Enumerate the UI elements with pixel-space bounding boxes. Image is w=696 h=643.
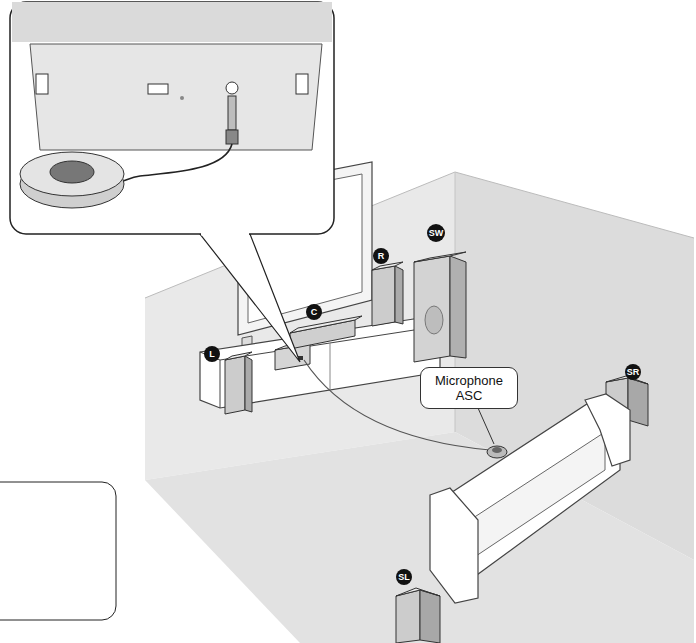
inset-pointer	[200, 234, 300, 362]
left-speaker-side	[245, 356, 252, 412]
right-speaker	[372, 266, 395, 326]
subwoofer	[414, 256, 450, 362]
callout-circle	[427, 224, 445, 242]
inset-frame	[10, 2, 334, 234]
mic-jack	[226, 82, 238, 94]
microphone-mesh	[492, 447, 502, 453]
callout-circle	[204, 346, 220, 362]
mic-plug-grip	[226, 130, 238, 144]
left-speaker-top	[225, 352, 252, 360]
tv-back	[12, 2, 332, 42]
subwoofer-side	[450, 256, 466, 358]
note-box	[0, 482, 116, 620]
mic-puck-top	[20, 152, 124, 196]
cabinet-door	[330, 343, 331, 390]
microphone	[487, 446, 507, 458]
callout-circle	[306, 304, 322, 320]
right-speaker-top	[372, 262, 403, 270]
panel-logo	[180, 96, 184, 100]
callout-letter: L	[203, 345, 221, 363]
callout-circle	[373, 248, 389, 264]
cabinet-edge	[220, 360, 221, 408]
callout-letter: C	[305, 303, 323, 321]
sofa-cushion	[470, 432, 605, 560]
inset-join	[201, 233, 249, 236]
subwoofer-top	[414, 252, 466, 262]
panel-clip	[296, 74, 308, 94]
sofa-arm	[585, 394, 630, 466]
mic-plug	[228, 96, 236, 130]
callout-circle	[396, 569, 412, 585]
center-speaker-top	[290, 316, 362, 333]
sofa-arm	[430, 488, 478, 603]
callout-circle	[625, 364, 641, 380]
leader-line	[478, 408, 494, 444]
box-text: Microphone ASC	[427, 373, 511, 403]
callout-letter: SL	[395, 568, 413, 586]
callout-box: Microphone ASC	[420, 367, 518, 409]
right-speaker-side	[395, 266, 403, 324]
surround-left-speaker	[396, 590, 420, 643]
left-speaker	[225, 356, 245, 414]
mic-grille	[50, 161, 94, 183]
usb-port	[148, 84, 168, 94]
surround-left-speaker-side	[420, 590, 440, 643]
back-panel	[30, 44, 322, 150]
callout-letter: SR	[624, 363, 642, 381]
mic-cable	[108, 144, 232, 182]
surround-right-speaker-side	[628, 378, 648, 426]
surround-left-speaker-top	[396, 588, 440, 596]
callout-letter: R	[372, 247, 390, 265]
callout-letter: SW	[427, 224, 445, 242]
panel-clip	[36, 74, 48, 94]
subwoofer-port	[425, 306, 443, 334]
